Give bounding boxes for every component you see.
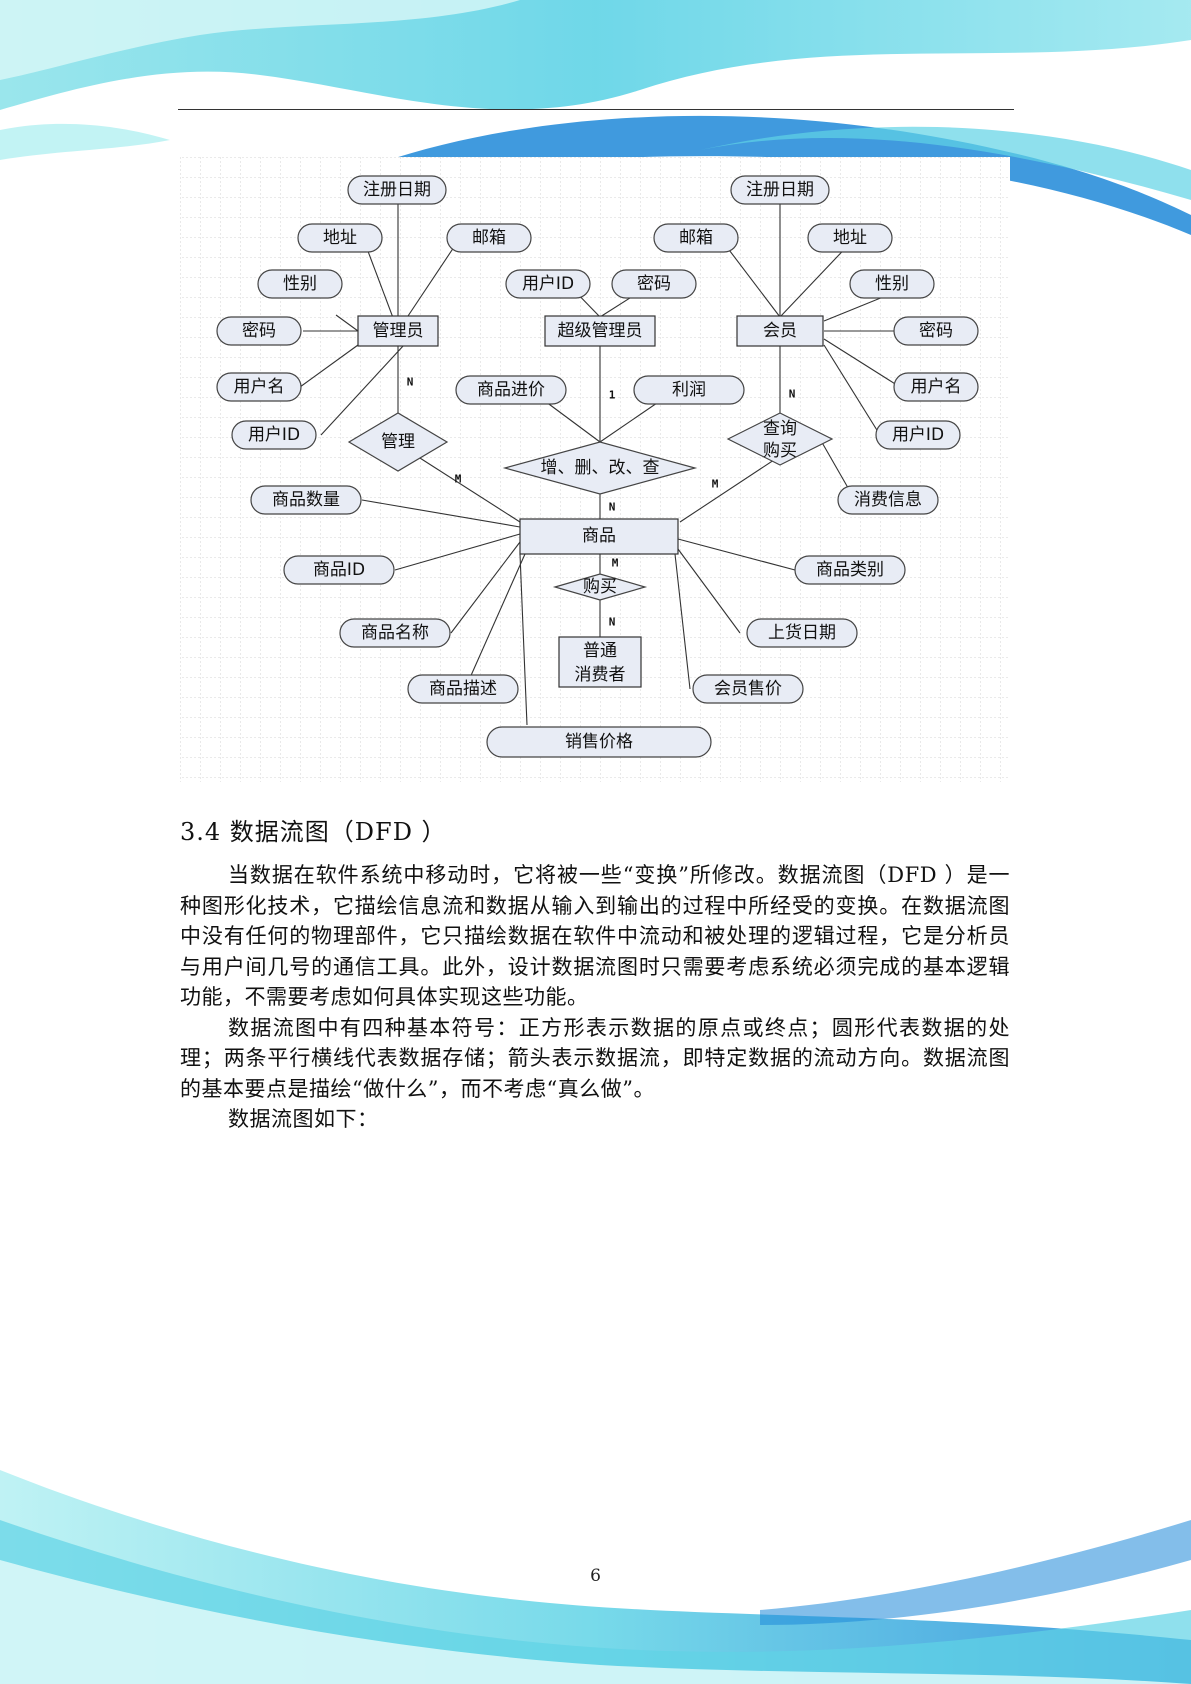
- svg-text:用户ID: 用户ID: [248, 425, 300, 445]
- svg-text:注册日期: 注册日期: [746, 180, 814, 200]
- svg-text:增、删、改、查: 增、删、改、查: [541, 458, 660, 478]
- svg-text:注册日期: 注册日期: [363, 180, 431, 200]
- svg-text:用户ID: 用户ID: [522, 274, 574, 294]
- attr-profit: 利润: [634, 376, 744, 404]
- svg-text:邮箱: 邮箱: [472, 228, 506, 248]
- attr-admin-address: 地址: [298, 224, 382, 252]
- svg-text:商品ID: 商品ID: [313, 560, 365, 580]
- svg-text:商品: 商品: [582, 526, 616, 546]
- cardinality-super-crud: 1: [609, 389, 616, 402]
- er-diagram: N M 1 N N M M N 管理员 超级管理员 会员 商品 普通 消费者 管…: [180, 157, 1010, 782]
- header-rule: [178, 109, 1014, 110]
- attr-shelf-date: 上货日期: [747, 619, 857, 647]
- attr-member-gender: 性别: [850, 270, 934, 298]
- svg-text:上货日期: 上货日期: [768, 623, 836, 643]
- svg-text:销售价格: 销售价格: [565, 732, 633, 752]
- attr-member-consume-info: 消费信息: [838, 486, 938, 514]
- svg-text:用户名: 用户名: [234, 377, 285, 397]
- attr-member-email: 邮箱: [654, 224, 738, 252]
- entity-member: 会员: [737, 316, 823, 346]
- attr-product-quantity: 商品数量: [251, 486, 361, 514]
- attr-sale-price: 销售价格: [487, 727, 711, 757]
- svg-text:用户名: 用户名: [911, 377, 962, 397]
- svg-text:会员售价: 会员售价: [714, 679, 782, 699]
- cardinality-manage-product: M: [455, 473, 462, 486]
- svg-text:性别: 性别: [283, 274, 317, 294]
- svg-text:用户ID: 用户ID: [892, 425, 944, 445]
- entity-product: 商品: [520, 519, 678, 554]
- attr-member-password: 密码: [894, 317, 978, 345]
- page-number: 6: [0, 1566, 1191, 1586]
- body-text: 当数据在软件系统中移动时，它将被一些“变换”所修改。数据流图（DFD ）是一种图…: [180, 860, 1010, 1135]
- svg-text:密码: 密码: [637, 274, 671, 294]
- attr-member-price: 会员售价: [693, 675, 803, 703]
- svg-text:消费者: 消费者: [575, 665, 626, 685]
- svg-text:地址: 地址: [833, 228, 867, 248]
- attr-member-user-id: 用户ID: [876, 421, 960, 449]
- attr-admin-username: 用户名: [217, 373, 301, 401]
- svg-text:利润: 利润: [672, 380, 706, 400]
- svg-text:购买: 购买: [763, 441, 797, 461]
- cardinality-admin-manage: N: [407, 376, 414, 389]
- cardinality-query-product: M: [712, 478, 719, 491]
- attr-product-name: 商品名称: [340, 619, 450, 647]
- svg-text:商品数量: 商品数量: [272, 490, 340, 510]
- svg-text:密码: 密码: [919, 321, 953, 341]
- attr-admin-password: 密码: [217, 317, 301, 345]
- attr-product-desc: 商品描述: [408, 675, 518, 703]
- svg-text:会员: 会员: [763, 321, 797, 341]
- svg-text:超级管理员: 超级管理员: [558, 321, 643, 341]
- attr-super-user-id: 用户ID: [506, 270, 590, 298]
- svg-text:商品类别: 商品类别: [816, 560, 884, 580]
- svg-text:管理员: 管理员: [373, 321, 424, 341]
- cardinality-member-query: N: [789, 388, 796, 401]
- paragraph-2: 数据流图中有四种基本符号：正方形表示数据的原点或终点；圆形代表数据的处理；两条平…: [180, 1013, 1010, 1105]
- cardinality-product-buy: M: [612, 557, 619, 570]
- paragraph-3: 数据流图如下：: [180, 1104, 1010, 1135]
- svg-text:消费信息: 消费信息: [854, 490, 922, 510]
- attr-product-category: 商品类别: [795, 556, 905, 584]
- cardinality-buy-consumer: N: [609, 616, 616, 629]
- svg-text:商品描述: 商品描述: [429, 679, 497, 699]
- svg-text:商品进价: 商品进价: [477, 380, 545, 400]
- entity-admin: 管理员: [358, 316, 438, 346]
- section-title: 3.4 数据流图（DFD ）: [180, 812, 447, 847]
- attr-super-password: 密码: [612, 270, 696, 298]
- svg-text:性别: 性别: [875, 274, 909, 294]
- svg-text:邮箱: 邮箱: [679, 228, 713, 248]
- svg-text:管理: 管理: [381, 432, 415, 452]
- attr-admin-gender: 性别: [258, 270, 342, 298]
- attr-admin-user-id: 用户ID: [232, 421, 316, 449]
- svg-text:地址: 地址: [323, 228, 357, 248]
- svg-text:普通: 普通: [583, 641, 617, 661]
- entity-super-admin: 超级管理员: [545, 316, 655, 346]
- svg-text:购买: 购买: [583, 577, 617, 597]
- attr-member-reg-date: 注册日期: [731, 176, 829, 204]
- attr-admin-email: 邮箱: [447, 224, 531, 252]
- svg-text:密码: 密码: [242, 321, 276, 341]
- cardinality-crud-product: N: [609, 501, 616, 514]
- svg-text:商品名称: 商品名称: [361, 623, 429, 643]
- entity-consumer: 普通 消费者: [559, 637, 641, 687]
- attr-admin-reg-date: 注册日期: [348, 176, 446, 204]
- svg-text:查询: 查询: [763, 419, 797, 439]
- attr-product-id: 商品ID: [284, 556, 394, 584]
- attr-member-address: 地址: [808, 224, 892, 252]
- attr-purchase-price: 商品进价: [456, 376, 566, 404]
- attr-member-username: 用户名: [894, 373, 978, 401]
- paragraph-1: 当数据在软件系统中移动时，它将被一些“变换”所修改。数据流图（DFD ）是一种图…: [180, 860, 1010, 1013]
